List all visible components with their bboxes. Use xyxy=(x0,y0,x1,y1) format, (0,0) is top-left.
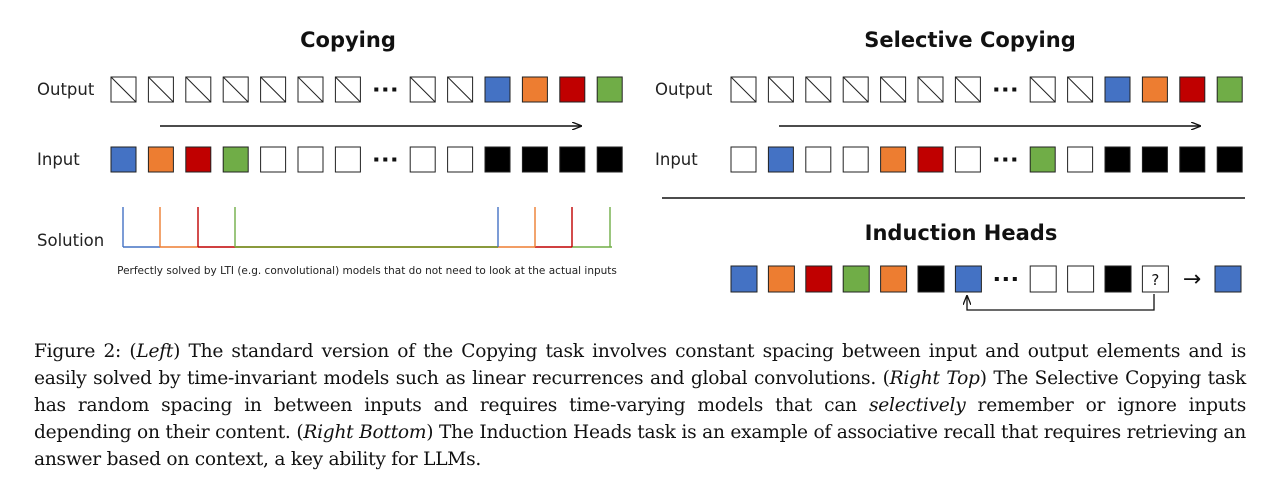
selective-input-cell-blue xyxy=(767,146,794,173)
induction-cell-blue xyxy=(730,265,758,293)
copying-input-cell-white xyxy=(260,146,287,173)
induction-cell-orange xyxy=(767,265,795,293)
copying-output-cell-hatch xyxy=(147,76,174,103)
solution-plot xyxy=(122,207,612,248)
copying-output-cell-hatch xyxy=(260,76,287,103)
selective-input-cell-white xyxy=(805,146,832,173)
copying-output-cell-hatch xyxy=(447,76,474,103)
copying-output-row xyxy=(110,76,623,103)
copying-input-cell-black xyxy=(596,146,623,173)
copying-output-cell-hatch xyxy=(409,76,436,103)
caption-part-4: remember or ignore inputs depending on t… xyxy=(34,395,1246,443)
copying-input-cell-green xyxy=(222,146,249,173)
figure-caption: Figure 2: (Left) The standard version of… xyxy=(34,338,1246,473)
copying-input-cell-black xyxy=(521,146,548,173)
selective-output-cell-hatch xyxy=(880,76,907,103)
selective-input-cell-white xyxy=(730,146,757,173)
copying-solution-note: Perfectly solved by LTI (e.g. convolutio… xyxy=(117,265,617,277)
caption-part-5: ) The Induction Heads task is an example… xyxy=(34,422,1246,470)
copying-input-cell-orange xyxy=(147,146,174,173)
copying-input-cell-black xyxy=(484,146,511,173)
copying-output-label: Output xyxy=(37,80,95,99)
selective-copying-title: Selective Copying xyxy=(864,28,1075,52)
ellipsis-icon xyxy=(994,157,1017,162)
selective-output-cell-orange xyxy=(1141,76,1168,103)
caption-part-2: ) The standard version of the Copying ta… xyxy=(34,341,1246,389)
ellipsis-icon xyxy=(374,87,397,92)
copying-input-cell-white xyxy=(409,146,436,173)
ellipsis-icon xyxy=(374,157,397,162)
figure-diagram: Copying Output Input Solution Perfectly … xyxy=(37,28,1245,311)
selective-output-row xyxy=(730,76,1243,103)
induction-cell-orange xyxy=(880,265,908,293)
selective-output-cell-hatch xyxy=(1067,76,1094,103)
selective-input-label: Input xyxy=(655,150,698,169)
copying-input-cell-white xyxy=(447,146,474,173)
induction-cell-red xyxy=(805,265,833,293)
selective-input-cell-black xyxy=(1104,146,1131,173)
induction-arrow-icon: → xyxy=(1183,267,1201,292)
copying-output-cell-hatch xyxy=(110,76,137,103)
caption-em-right-top: Right Top xyxy=(889,368,980,389)
copying-output-cell-hatch xyxy=(334,76,361,103)
copying-input-cell-white xyxy=(297,146,324,173)
selective-input-cell-white xyxy=(954,146,981,173)
copying-input-cell-black xyxy=(559,146,586,173)
copying-solution-label: Solution xyxy=(37,231,104,250)
selective-output-cell-blue xyxy=(1104,76,1131,103)
induction-cell-black xyxy=(917,265,945,293)
selective-output-cell-hatch xyxy=(842,76,869,103)
selective-output-cell-hatch xyxy=(730,76,757,103)
induction-answer-cell xyxy=(1214,265,1242,293)
induction-cell-white xyxy=(1067,265,1095,293)
copying-input-cell-white xyxy=(334,146,361,173)
copying-output-cell-orange xyxy=(521,76,548,103)
selective-input-cell-orange xyxy=(880,146,907,173)
copying-output-cell-red xyxy=(559,76,586,103)
selective-output-cell-hatch xyxy=(954,76,981,103)
selective-output-cell-hatch xyxy=(805,76,832,103)
selective-input-cell-black xyxy=(1216,146,1243,173)
selective-output-label: Output xyxy=(655,80,713,99)
caption-part-1: Figure 2: ( xyxy=(34,341,137,362)
copying-output-cell-hatch xyxy=(185,76,212,103)
induction-heads-title: Induction Heads xyxy=(865,221,1058,245)
caption-part-3: ) The Selective Copying task has random … xyxy=(34,368,1247,416)
caption-em-right-bottom: Right Bottom xyxy=(303,422,427,443)
selective-input-cell-black xyxy=(1141,146,1168,173)
selective-output-cell-hatch xyxy=(767,76,794,103)
copying-title: Copying xyxy=(300,28,396,52)
induction-lookup-arrow xyxy=(967,294,1155,311)
induction-cell-query: ? xyxy=(1141,265,1169,293)
selective-input-cell-black xyxy=(1179,146,1206,173)
ellipsis-icon xyxy=(994,87,1017,92)
induction-cell-blue xyxy=(954,265,982,293)
selective-input-cell-white xyxy=(842,146,869,173)
selective-input-cell-green xyxy=(1029,146,1056,173)
selective-output-cell-green xyxy=(1216,76,1243,103)
selective-output-cell-hatch xyxy=(917,76,944,103)
copying-input-label: Input xyxy=(37,150,80,169)
copying-output-cell-hatch xyxy=(297,76,324,103)
copying-output-cell-hatch xyxy=(222,76,249,103)
query-mark: ? xyxy=(1151,271,1159,289)
selective-input-cell-red xyxy=(917,146,944,173)
induction-cell-black xyxy=(1104,265,1132,293)
caption-em-left: Left xyxy=(136,341,174,362)
copying-output-cell-blue xyxy=(484,76,511,103)
ellipsis-icon xyxy=(994,277,1017,281)
selective-input-row xyxy=(730,146,1243,173)
selective-output-cell-red xyxy=(1179,76,1206,103)
copying-output-cell-green xyxy=(596,76,623,103)
caption-em-selectively: selectively xyxy=(868,395,966,416)
induction-heads-row: ? xyxy=(730,265,1169,293)
induction-cell-white xyxy=(1029,265,1057,293)
selective-input-cell-white xyxy=(1067,146,1094,173)
copying-input-row xyxy=(110,146,623,173)
induction-cell-green xyxy=(842,265,870,293)
copying-input-cell-red xyxy=(185,146,212,173)
selective-output-cell-hatch xyxy=(1029,76,1056,103)
copying-input-cell-blue xyxy=(110,146,137,173)
